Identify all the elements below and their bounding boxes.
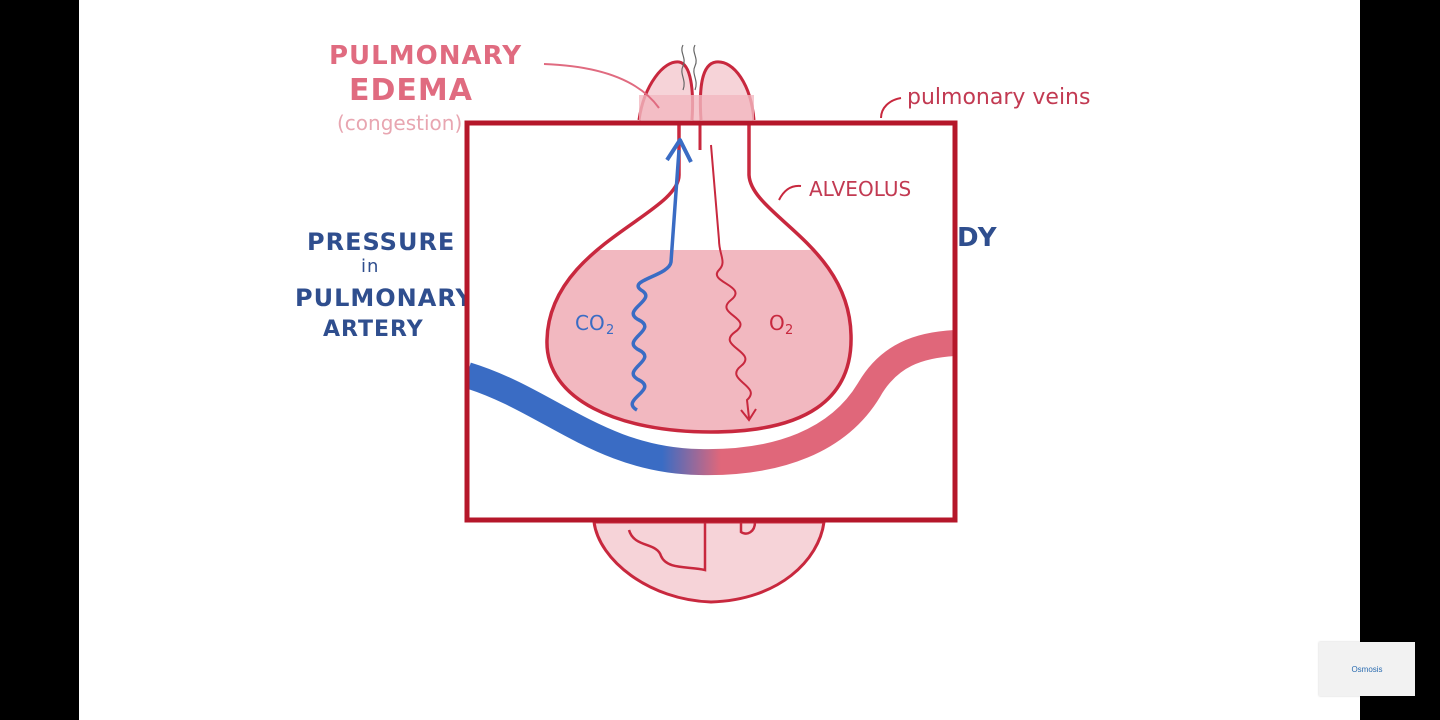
edema-label-line1: PULMONARY [329, 41, 522, 71]
pulmonary-veins-label: pulmonary veins [907, 85, 1090, 110]
veins-pointer-line [880, 97, 902, 119]
partial-right-label: DY [957, 223, 998, 253]
co2-arrowhead-icon [665, 138, 693, 163]
o2-label: O [769, 311, 785, 335]
osmosis-logo: Osmosis [1319, 642, 1415, 696]
osmosis-logo-text: Osmosis [1351, 664, 1383, 674]
edema-label-line3: (congestion) [337, 111, 462, 135]
zoom-inset: CO 2 O 2 ALVEOLUS [464, 120, 958, 523]
whiteboard-frame: PULMONARY EDEMA (congestion) pulmonary v… [79, 0, 1360, 720]
capillary-vessel [467, 330, 955, 476]
background-alveoli-top [637, 44, 756, 121]
alveolus-pointer-line [778, 184, 802, 201]
zoom-inset-border [464, 120, 958, 523]
background-heart-bottom [592, 520, 826, 604]
edema-label-line2: EDEMA [349, 73, 473, 108]
pressure-label-line4: ARTERY [323, 317, 424, 342]
co2-subscript: 2 [606, 323, 614, 338]
pressure-label-line2: in [361, 256, 379, 277]
o2-subscript: 2 [785, 323, 793, 338]
alveolus-bulb [545, 123, 853, 434]
co2-diffusion-arrow [630, 149, 681, 412]
alveolus-label: ALVEOLUS [809, 177, 911, 201]
alveolus-diagram: PULMONARY EDEMA (congestion) pulmonary v… [295, 41, 1090, 604]
pressure-label-line3: PULMONARY [295, 284, 474, 312]
edema-pointer-line [543, 63, 660, 109]
co2-label: CO [575, 311, 605, 335]
o2-arrowhead-icon [740, 408, 757, 422]
o2-diffusion-arrow [710, 144, 752, 419]
